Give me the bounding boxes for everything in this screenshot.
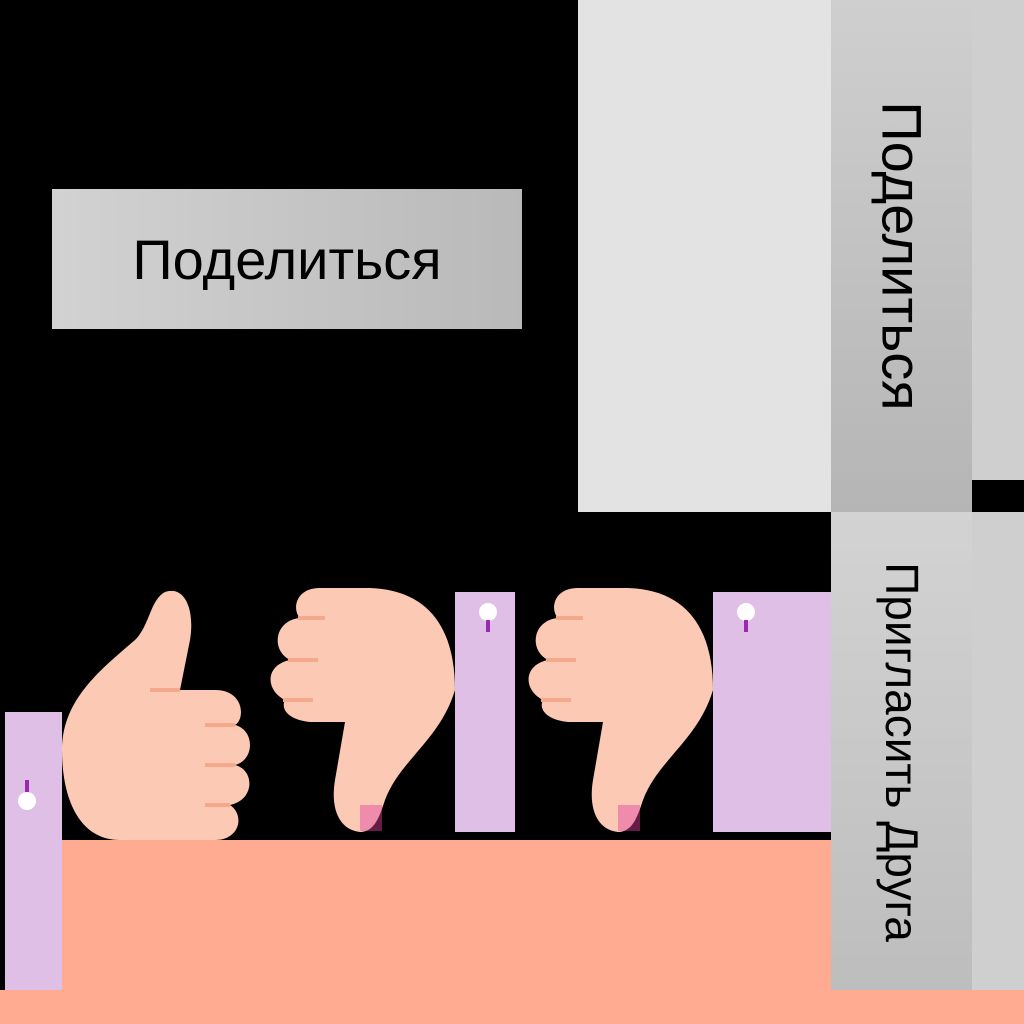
- right-edge-gap: [972, 480, 1024, 512]
- sleeve-cuff-left: [5, 712, 62, 1024]
- sleeve-cuff-middle: [455, 592, 515, 832]
- reactions-illustration: [5, 588, 831, 1024]
- thumbs-down-icon: [528, 588, 713, 832]
- invite-friend-button-label: Пригласить Друга: [875, 562, 928, 942]
- invite-friend-button[interactable]: Пригласить Друга: [831, 512, 972, 992]
- right-edge-strip: [972, 0, 1024, 1024]
- share-button[interactable]: Поделиться: [52, 189, 522, 329]
- share-button-label: Поделиться: [132, 227, 442, 291]
- sleeve-cuff-right: [713, 592, 831, 832]
- thumbs-down-icon: [270, 588, 455, 832]
- share-button-vertical-label: Поделиться: [870, 101, 933, 411]
- bottom-skin-strip: [0, 990, 1024, 1024]
- share-button-vertical[interactable]: Поделиться: [831, 0, 972, 512]
- preview-panel: [578, 0, 831, 512]
- thumbs-up-icon: [62, 590, 250, 840]
